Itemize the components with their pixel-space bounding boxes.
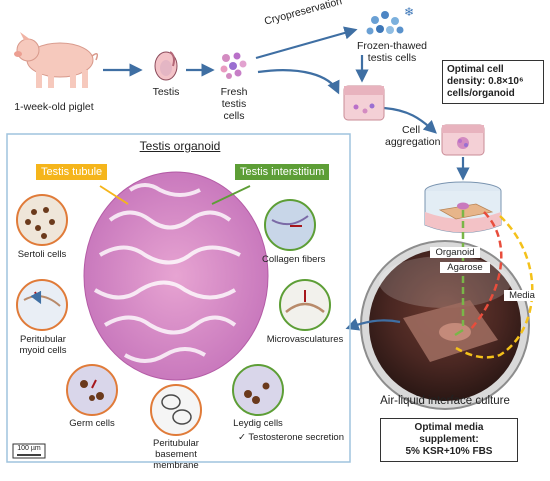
cell-tube-icon bbox=[343, 85, 385, 121]
piglet-label: 1-week-old piglet bbox=[14, 101, 94, 113]
testis-label: Testis bbox=[152, 86, 180, 98]
aggregation-label: Cell aggregation bbox=[385, 124, 441, 148]
organoid-panel-title: Testis organoid bbox=[139, 139, 221, 153]
media-supplement-box: Optimal media supplement: 5% KSR+10% FBS bbox=[380, 418, 518, 462]
sertoli-label: Sertoli cells bbox=[17, 249, 67, 260]
frozen-cells-label: Frozen-thawed testis cells bbox=[356, 40, 428, 64]
scale-bar-label: 100 µm bbox=[17, 445, 41, 452]
supplement-line-2: 5% KSR+10% FBS bbox=[405, 446, 493, 457]
collagen-label: Collagen fibers bbox=[262, 254, 326, 265]
organoid-panel-border bbox=[6, 133, 351, 463]
germ-label: Germ cells bbox=[69, 418, 115, 429]
frozen-cells-icon: ❄ bbox=[366, 5, 414, 35]
leydig-label: Leydig cells bbox=[233, 418, 283, 429]
leydig-micrograph bbox=[232, 364, 284, 416]
sertoli-micrograph bbox=[16, 194, 68, 246]
basement-membrane-micrograph bbox=[150, 384, 202, 436]
media-pointer-label: Media bbox=[504, 290, 540, 301]
germ-micrograph bbox=[66, 364, 118, 416]
culture-dish-photo bbox=[360, 240, 530, 410]
microvasculatures-label: Microvasculatures bbox=[266, 334, 344, 345]
agarose-pointer-label: Agarose bbox=[440, 262, 490, 273]
supplement-line-1: Optimal media supplement: bbox=[414, 422, 484, 445]
organoid-pointer-label: Organoid bbox=[430, 247, 480, 258]
basement-membrane-label: Peritubular basement membrane bbox=[153, 438, 199, 471]
organoid-tube-icon bbox=[441, 124, 485, 156]
testis-interstitium-tag: Testis interstitium bbox=[235, 164, 330, 180]
cell-density-box: Optimal cell density: 0.8×10⁶ cells/orga… bbox=[442, 60, 544, 104]
testosterone-label: ✓ Testosterone secretion bbox=[237, 432, 344, 443]
peritubular-myoid-label: Peritubular myoid cells bbox=[19, 334, 67, 356]
piglet-icon bbox=[14, 32, 99, 88]
culture-title: Air-liquid interface culture bbox=[380, 395, 510, 407]
peritubular-myoid-micrograph bbox=[16, 279, 68, 331]
organoid-section-image bbox=[83, 171, 269, 381]
testis-icon bbox=[154, 51, 178, 81]
svg-text:❄: ❄ bbox=[404, 5, 414, 19]
fresh-cells-label: Fresh testis cells bbox=[220, 86, 248, 122]
fresh-cells-icon bbox=[218, 49, 248, 79]
testis-tubule-tag: Testis tubule bbox=[36, 164, 108, 180]
